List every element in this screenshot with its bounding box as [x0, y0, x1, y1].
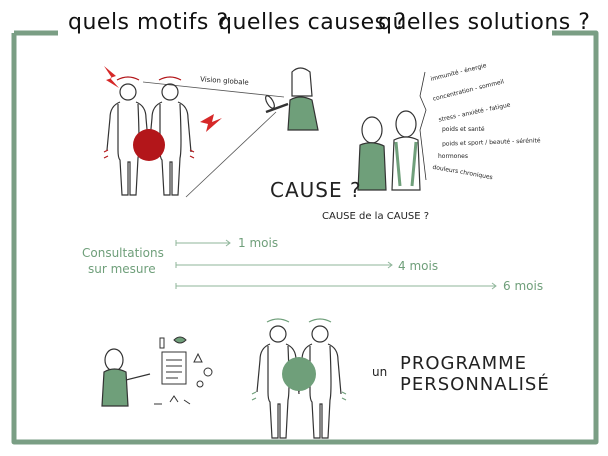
pain-marks [103, 76, 195, 159]
lightning-icon [104, 66, 119, 88]
cause-de-la-cause-label: CAUSE de la CAUSE ? [322, 211, 430, 222]
duration-4: 4 mois [398, 259, 439, 273]
title-causes: quelles causes ? [218, 10, 407, 35]
programme-prefix: un [372, 365, 388, 379]
healing-marks [251, 318, 347, 401]
green-healing-circle [282, 357, 316, 391]
consultations-line1: Consultations [82, 246, 164, 260]
vision-line-bottom [185, 111, 277, 198]
programme-line1: PROGRAMME [400, 353, 528, 374]
cause-list-brace [419, 71, 427, 181]
duration-6: 6 mois [503, 279, 544, 293]
two-people [357, 110, 421, 191]
consultations-line2: sur mesure [88, 262, 156, 276]
body-figures-bottom [256, 325, 342, 439]
red-pain-circle [133, 129, 165, 161]
title-solutions: quelles solutions ? [378, 10, 591, 35]
cause-label: CAUSE ? [270, 178, 362, 202]
duration-arrows [175, 239, 497, 290]
frame-border [11, 30, 599, 445]
remedy-items [154, 336, 213, 405]
title-motifs: quels motifs ? [68, 10, 229, 35]
cause-item: poids et santé [442, 126, 485, 133]
duration-1: 1 mois [238, 236, 279, 250]
cause-item: hormones [438, 153, 468, 160]
practitioner-figure [265, 67, 319, 131]
lightning-icon-2 [200, 114, 222, 132]
programme-line2: PERSONNALISÉ [400, 374, 550, 395]
advisor-figure [101, 348, 151, 407]
